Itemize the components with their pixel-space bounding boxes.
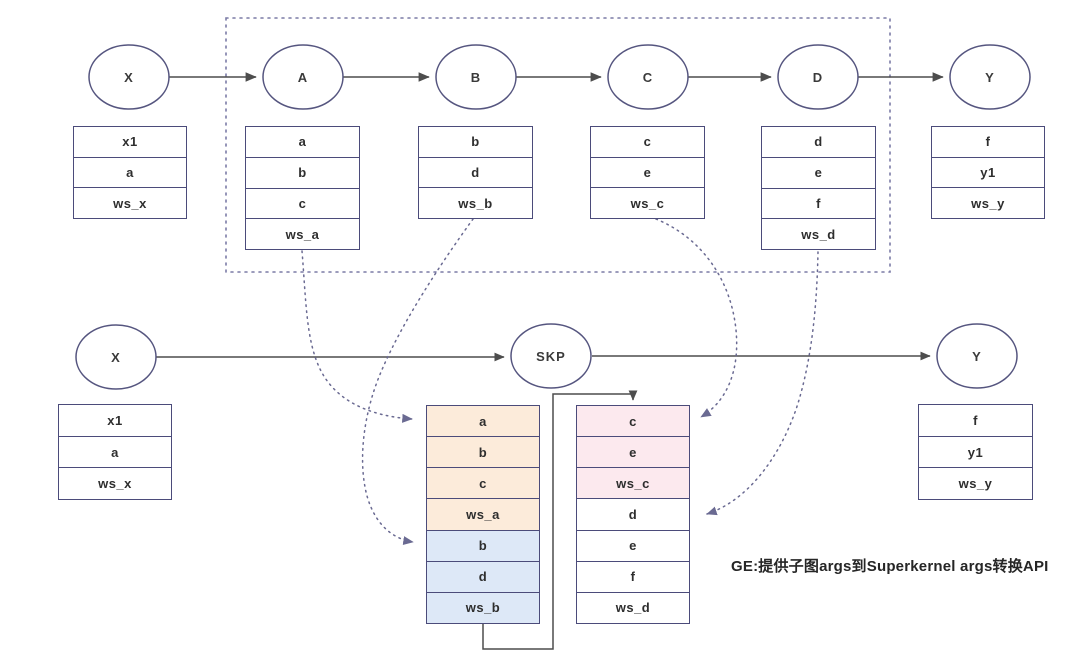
node-skp (510, 323, 592, 389)
args-table-d: d e f ws_d (761, 126, 876, 250)
superkernel-args-right: c e ws_c d e f ws_d (576, 405, 690, 624)
arg-cell: ws_y (971, 195, 1005, 211)
node-x-bottom-label: X (111, 350, 121, 365)
node-d-label: D (813, 70, 823, 85)
arg-cell: ws_c (577, 468, 689, 500)
arg-cell: ws_x (113, 195, 147, 211)
node-x-top-label: X (124, 70, 134, 85)
args-table-y-bottom: f y1 ws_y (918, 404, 1033, 500)
arg-cell: b (427, 437, 539, 469)
skp-args-connector (482, 390, 638, 650)
node-x-top (88, 44, 170, 110)
arg-cell: e (577, 437, 689, 469)
node-y-top-label: Y (985, 70, 995, 85)
arg-cell: c (427, 468, 539, 500)
node-d (777, 44, 859, 110)
node-x-bottom (75, 324, 157, 390)
arg-cell: a (74, 158, 186, 189)
arg-cell: e (577, 530, 689, 562)
arg-cell: x1 (59, 405, 171, 437)
arg-cell: d (419, 158, 532, 189)
args-table-x-bottom: x1 a ws_x (58, 404, 172, 500)
arg-cell: f (919, 405, 1032, 437)
arg-cell: f (577, 561, 689, 593)
node-skp-label: SKP (536, 349, 566, 364)
arg-cell: b (427, 530, 539, 562)
arg-cell: ws_y (958, 476, 993, 492)
arg-cell: x1 (74, 127, 186, 158)
superkernel-args-left: a b c ws_a b d ws_b (426, 405, 540, 624)
node-y-bottom (936, 323, 1018, 389)
arg-cell: ws_a (427, 499, 539, 531)
args-table-b: b d ws_b (418, 126, 533, 219)
arg-cell: ws_a (285, 226, 320, 242)
arg-cell: b (246, 158, 359, 189)
arg-cell: ws_d (577, 592, 689, 623)
arg-cell: b (419, 127, 532, 158)
arg-cell: d (427, 561, 539, 593)
node-y-bottom-label: Y (972, 349, 982, 364)
arg-cell: a (246, 127, 359, 158)
arg-cell: c (577, 406, 689, 438)
arg-cell: ws_b (458, 195, 493, 211)
arg-cell: e (591, 158, 704, 189)
node-b (435, 44, 517, 110)
arg-cell: ws_d (801, 226, 836, 242)
arg-cell: d (577, 499, 689, 531)
args-table-a: a b c ws_a (245, 126, 360, 250)
node-y-top (949, 44, 1031, 110)
arg-cell: f (762, 189, 875, 220)
arg-cell: f (932, 127, 1044, 158)
mapping-arrow-ws-c (655, 218, 738, 418)
node-a (262, 44, 344, 110)
mapping-arrow-ws-d (706, 251, 819, 516)
arg-cell: ws_x (98, 476, 132, 492)
arg-cell: c (591, 127, 704, 158)
ge-annotation-text: GE:提供子图args到Superkernel args转换API (731, 558, 1049, 575)
arg-cell: y1 (919, 437, 1032, 469)
node-b-label: B (471, 70, 481, 85)
arg-cell: ws_b (427, 592, 539, 623)
arg-cell: c (246, 189, 359, 220)
args-table-c: c e ws_c (590, 126, 705, 219)
arg-cell: ws_c (630, 195, 665, 211)
args-table-y-top: f y1 ws_y (931, 126, 1045, 219)
arg-cell: a (59, 437, 171, 469)
subgraph-boundary (225, 17, 891, 273)
mapping-arrow-ws-a (301, 250, 413, 423)
args-table-x-top: x1 a ws_x (73, 126, 187, 219)
arg-cell: e (762, 158, 875, 189)
node-a-label: A (298, 70, 308, 85)
arg-cell: d (762, 127, 875, 158)
arg-cell: y1 (932, 158, 1044, 189)
node-c-label: C (643, 70, 653, 85)
node-c (607, 44, 689, 110)
mapping-arrow-ws-b (361, 218, 474, 546)
arg-cell: a (427, 406, 539, 438)
